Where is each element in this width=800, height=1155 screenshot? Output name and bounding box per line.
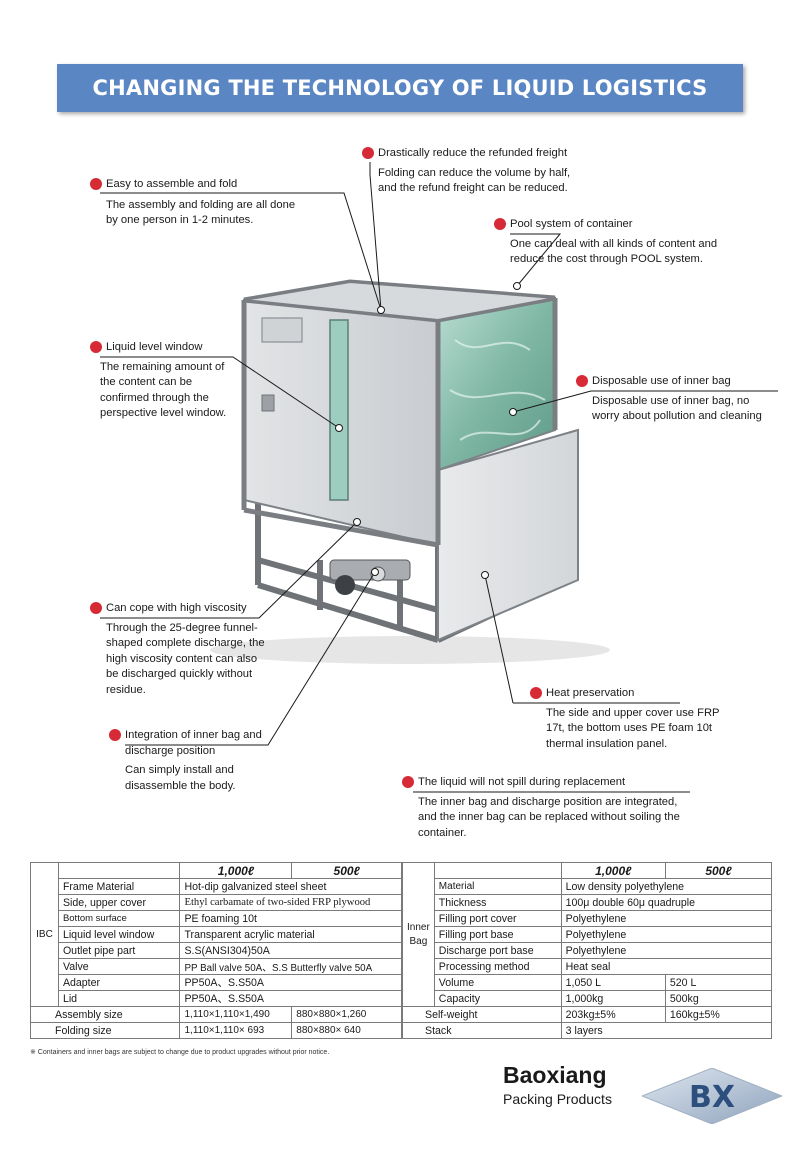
table-row: Outlet pipe part S.S(ANSI304)50A [30, 942, 402, 959]
page-title: CHANGING THE TECHNOLOGY OF LIQUID LOGIST… [92, 76, 708, 100]
callout-level-window: Liquid level window The remaining amount… [90, 340, 226, 422]
inner-bag-spec-table: 1,000ℓ 500ℓ Material Low density polyeth… [402, 862, 773, 1039]
bullet-dot-icon [494, 218, 506, 230]
bullet-dot-icon [90, 178, 102, 190]
bullet-dot-icon [576, 375, 588, 387]
table-row: Frame Material Hot-dip galvanized steel … [30, 878, 402, 895]
bx-logo-icon: BX [642, 1068, 782, 1124]
leader-endpoints [335, 282, 521, 579]
brand-block: Baoxiang Packing Products [503, 1062, 612, 1107]
table-row: Material Low density polyethylene [402, 878, 773, 895]
brand-name: Baoxiang [503, 1062, 607, 1088]
table-row: Folding size 1,110×1,110× 693 880×880× 6… [29, 1022, 402, 1039]
table-row: Thickness 100μ double 60μ quadruple [402, 894, 773, 911]
title-banner: CHANGING THE TECHNOLOGY OF LIQUID LOGIST… [57, 64, 743, 112]
table-row: Lid PP50A、S.S50A [30, 990, 402, 1007]
callout-disposable-bag: Disposable use of inner bag Disposable u… [576, 374, 762, 425]
bullet-dot-icon [362, 147, 374, 159]
ibc-spec-table: 1,000ℓ 500ℓ Frame Material Hot-dip galva… [29, 862, 402, 1039]
callout-heat-preservation: Heat preservation The side and upper cov… [530, 686, 720, 752]
bullet-dot-icon [109, 729, 121, 741]
table-row: Processing method Heat seal [402, 958, 773, 975]
table-row: Filling port base Polyethylene [403, 926, 773, 943]
callout-easy-assemble: Easy to assemble and fold The assembly a… [90, 177, 295, 229]
table-row: Discharge port base Polyethylene [403, 942, 773, 959]
bullet-dot-icon [402, 776, 414, 788]
callout-pool-system: Pool system of container One can deal wi… [494, 217, 717, 268]
table-row: Side, upper cover Ethyl carbamate of two… [30, 894, 402, 911]
table-row: Volume 1,050 L 520 L [402, 974, 773, 991]
leader-lines [100, 162, 778, 793]
table-row: Inner Bag Filling port cover Polyethylen… [402, 910, 773, 959]
table-row: Stack 3 layers [402, 1022, 773, 1039]
table-row: Assembly size 1,110×1,110×1,490 880×880×… [29, 1006, 402, 1023]
callout-inner-bag-integration: Integration of inner bag and discharge p… [109, 728, 285, 794]
bullet-dot-icon [90, 341, 102, 353]
table-row: 1,000ℓ 500ℓ [30, 862, 402, 879]
discharge-valve [329, 559, 411, 595]
table-row: Capacity 1,000kg 500kg [402, 990, 773, 1007]
callout-no-spill: The liquid will not spill during replace… [402, 775, 680, 841]
callout-high-viscosity: Can cope with high viscosity Through the… [90, 601, 265, 698]
callout-refunded-freight: Drastically reduce the refunded freight … [362, 146, 570, 197]
brand-subtitle: Packing Products [503, 1091, 612, 1107]
table-row: Valve PP Ball valve 50A、S.S Butterfly va… [30, 958, 402, 975]
table-row: Bottom surface PE foaming 10t [30, 910, 402, 927]
table-row: Adapter PP50A、S.S50A [30, 974, 402, 991]
logo-text: BX [689, 1080, 735, 1115]
bullet-dot-icon [530, 687, 542, 699]
table-row: 1,000ℓ 500ℓ [402, 862, 773, 879]
table-row: Self-weight 203kg±5% 160kg±5% [402, 1006, 773, 1023]
ibc-container-illustration [100, 162, 778, 793]
bullet-dot-icon [90, 602, 102, 614]
footnote: ※ Containers and inner bags are subject … [30, 1049, 330, 1056]
